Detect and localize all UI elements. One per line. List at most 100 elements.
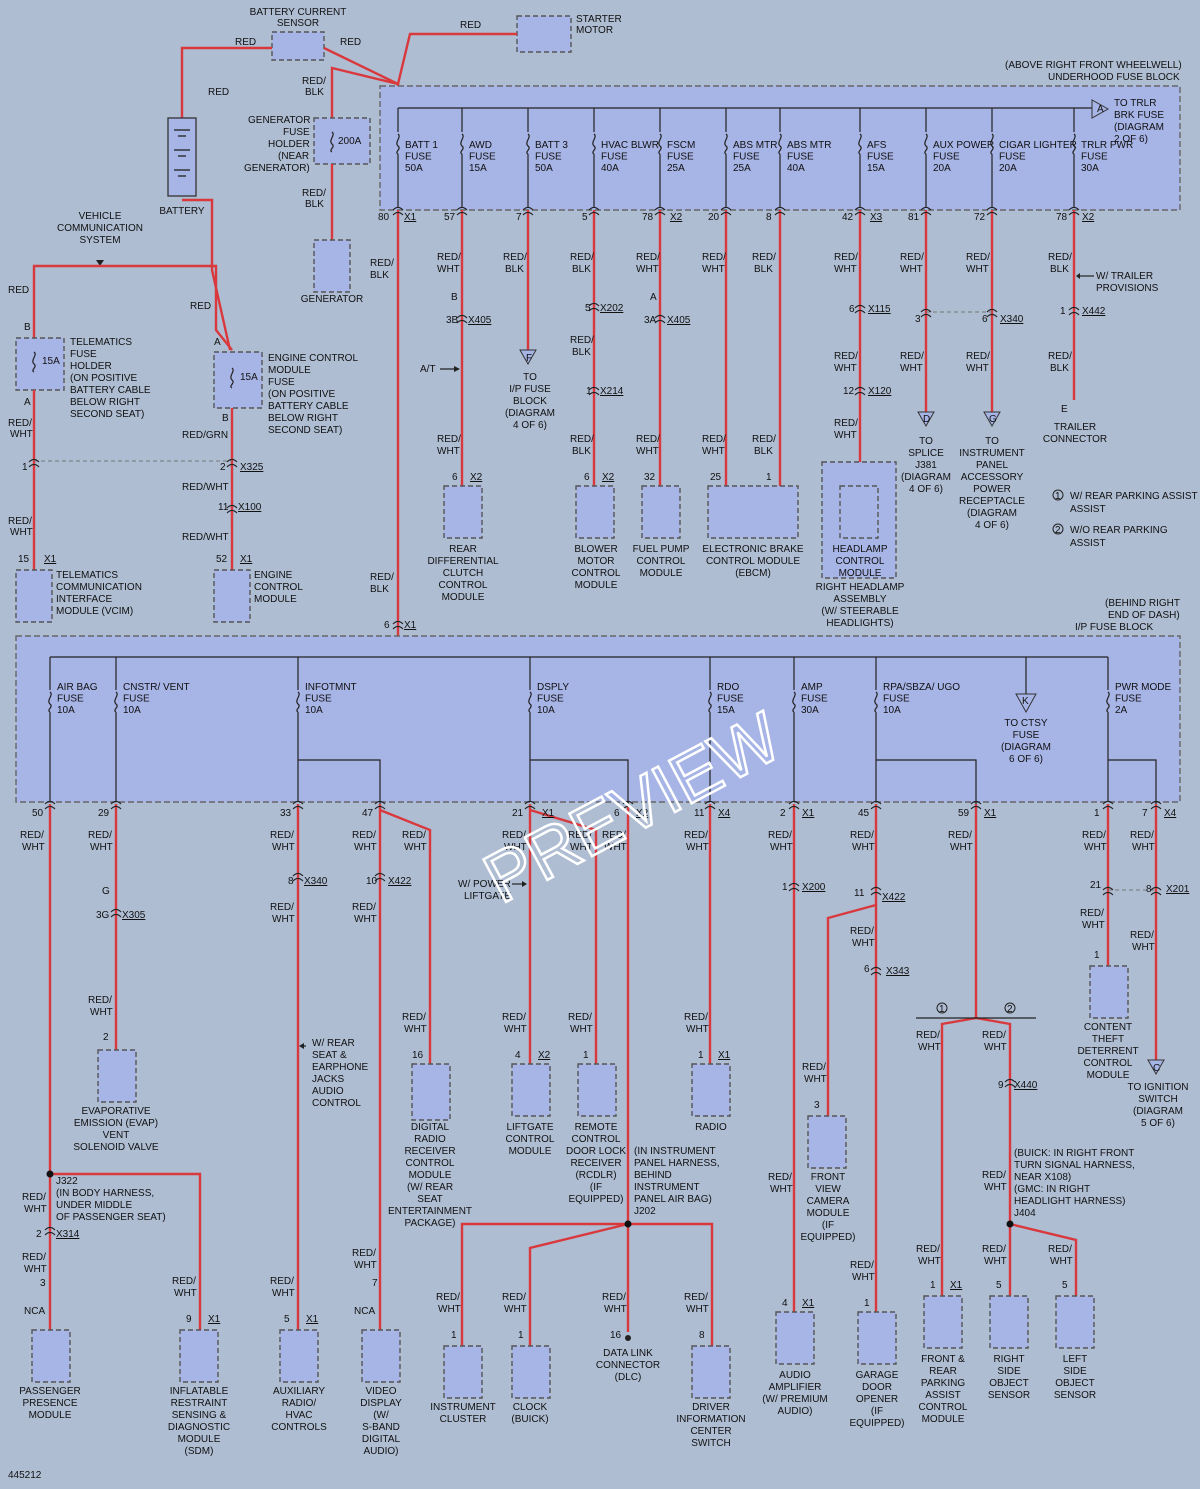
svg-text:RED/WHT: RED/WHT [802, 1062, 827, 1085]
svg-text:X343: X343 [886, 966, 910, 977]
svg-text:59: 59 [958, 808, 970, 819]
svg-text:RED/WHT: RED/WHT [636, 434, 660, 457]
conn-x325: X325 [240, 462, 264, 473]
conn-x1-a: X1 [44, 554, 57, 565]
opt-2-num: 2 [1007, 1004, 1013, 1015]
svg-text:21: 21 [1090, 880, 1102, 891]
fuse-icon [792, 691, 796, 713]
svg-text:1: 1 [864, 1298, 870, 1309]
fuse-icon [990, 133, 994, 155]
svg-text:1: 1 [782, 882, 788, 893]
note-2-num: 2 [1055, 525, 1061, 536]
svg-text:47: 47 [362, 808, 374, 819]
svg-text:RED/WHT: RED/WHT [436, 1292, 461, 1315]
svg-text:6: 6 [849, 304, 855, 315]
svg-text:42: 42 [842, 212, 854, 223]
svg-text:3A: 3A [644, 315, 657, 326]
svg-text:21: 21 [512, 808, 524, 819]
svg-text:9: 9 [998, 1080, 1004, 1091]
fuse-icon [592, 133, 596, 155]
svg-text:2: 2 [780, 808, 786, 819]
blower-module [575, 485, 615, 539]
note-1: W/ REAR PARKING ASSIST [1070, 491, 1198, 502]
svg-text:X422: X422 [882, 892, 906, 903]
wire-battery-sensor [180, 46, 272, 118]
fuse-icon [528, 691, 532, 713]
svg-text:72: 72 [974, 212, 986, 223]
svg-text:RED/WHT: RED/WHT [568, 1012, 593, 1035]
lbl-red-6: RED [190, 301, 211, 312]
svg-text:80: 80 [378, 212, 390, 223]
svg-text:X2: X2 [670, 212, 683, 223]
at-label: A/T [420, 364, 436, 375]
fuel-pump-module [641, 485, 681, 539]
pin-b-2: B [222, 413, 229, 424]
svg-text:3: 3 [814, 1100, 820, 1111]
pin-b-1: B [24, 322, 31, 333]
svg-text:RED/WHT: RED/WHT [402, 830, 427, 853]
conn-x100: X100 [238, 502, 262, 513]
rear-seat-arrowhead-icon [299, 1043, 304, 1049]
svg-text:RED/BLK: RED/BLK [1048, 252, 1072, 275]
lbl-redwht-3: RED/WHT [182, 482, 229, 493]
svg-text:6: 6 [452, 472, 458, 483]
telematics-fuse-holder [15, 337, 65, 391]
generator-fuse-holder [313, 117, 371, 165]
lbl-redwht-1: RED/WHT [8, 418, 33, 440]
svg-text:X340: X340 [1000, 314, 1024, 325]
lbl-redblk-1: RED/BLK [302, 76, 326, 98]
svg-text:X1: X1 [950, 1280, 963, 1291]
pin-a-2: A [214, 337, 221, 348]
svg-text:X202: X202 [600, 303, 624, 314]
svg-text:X4: X4 [718, 808, 731, 819]
arrow-a: A [1097, 104, 1104, 115]
svg-text:16: 16 [412, 1050, 424, 1061]
svg-text:X1: X1 [306, 1314, 319, 1325]
svg-text:X2: X2 [636, 808, 649, 819]
svg-text:X1: X1 [718, 1050, 731, 1061]
svg-text:57: 57 [444, 212, 456, 223]
svg-text:2: 2 [103, 1032, 109, 1043]
svg-text:RED/WHT: RED/WHT [20, 830, 45, 853]
note-2-icon [1052, 523, 1064, 535]
lbl-redwht-4: RED/WHT [182, 532, 229, 543]
arrow-g: G [989, 414, 997, 425]
svg-text:29: 29 [98, 808, 110, 819]
trailer-arrowhead-icon [1076, 273, 1080, 279]
svg-text:5: 5 [1062, 1280, 1068, 1291]
pin-a-1: A [24, 397, 31, 408]
pin-1: 1 [22, 462, 28, 473]
svg-text:RED/WHT: RED/WHT [437, 434, 461, 457]
svg-text:X1: X1 [404, 212, 417, 223]
svg-text:1: 1 [698, 1050, 704, 1061]
ebcm-module [707, 485, 799, 539]
ip-internal-lines [298, 759, 1157, 804]
svg-text:RED/WHT: RED/WHT [850, 830, 875, 853]
svg-text:5: 5 [996, 1280, 1002, 1291]
trlr-brk-arrow-icon [1091, 99, 1110, 119]
pin-11: 11 [218, 502, 229, 513]
svg-text:RED/BLK: RED/BLK [752, 252, 776, 275]
svg-text:B: B [451, 292, 458, 303]
svg-text:RED/WHT: RED/WHT [916, 1244, 941, 1267]
svg-text:50: 50 [32, 808, 44, 819]
lbl-red-3: RED [460, 20, 481, 31]
svg-text:RED/WHT: RED/WHT [982, 1170, 1007, 1193]
